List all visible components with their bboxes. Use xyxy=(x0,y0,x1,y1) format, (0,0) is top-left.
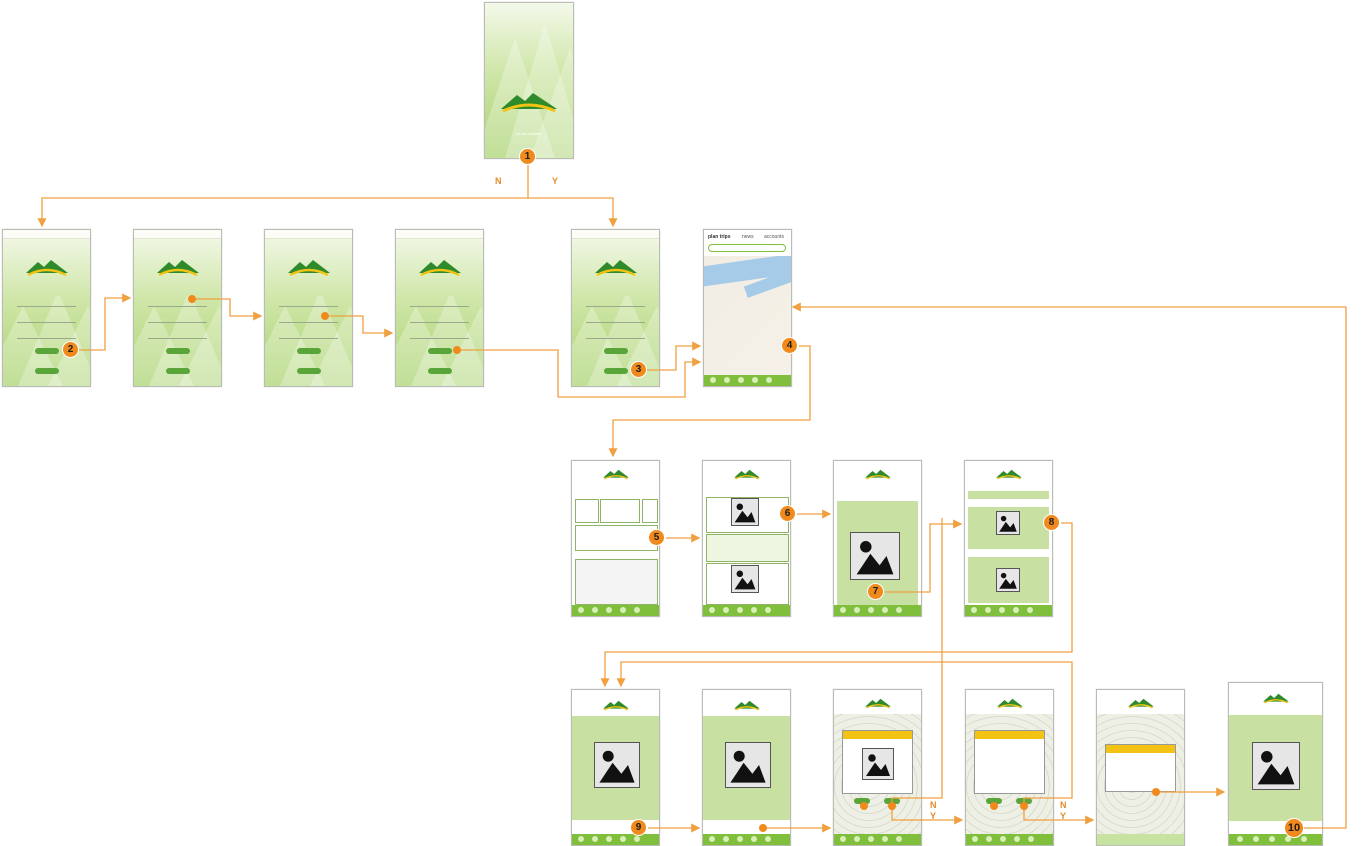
signup-screen-3 xyxy=(264,229,353,387)
outside-logo xyxy=(1262,691,1290,705)
outside-logo xyxy=(499,87,559,115)
outside-logo xyxy=(864,696,892,710)
image-placeholder-icon xyxy=(996,511,1020,535)
signup-button[interactable] xyxy=(34,348,59,354)
step-marker-9: 9 xyxy=(630,819,647,836)
signin-screen xyxy=(571,229,660,387)
outside-logo xyxy=(733,467,761,481)
signup-button[interactable] xyxy=(427,348,452,354)
bottom-nav xyxy=(572,605,659,616)
signup-button[interactable] xyxy=(296,348,321,354)
sign-in-button[interactable] xyxy=(165,368,190,374)
image-placeholder-icon xyxy=(731,498,759,526)
outside-logo xyxy=(417,256,463,278)
bottom-nav xyxy=(965,605,1052,616)
step-marker-10: 10 xyxy=(1284,818,1304,838)
bottom-nav xyxy=(834,605,921,616)
tab-news[interactable]: news xyxy=(742,234,754,240)
bottom-nav xyxy=(703,605,790,616)
connector xyxy=(37,197,528,228)
outside-logo xyxy=(995,467,1023,481)
outside-logo xyxy=(24,256,70,278)
image-placeholder-icon xyxy=(594,742,640,788)
sign-in-button[interactable] xyxy=(34,368,59,374)
outside-logo xyxy=(864,467,892,481)
outside-logo xyxy=(996,696,1024,710)
bottom-nav xyxy=(572,834,659,845)
outside-logo xyxy=(1127,696,1155,710)
news-feed-screen xyxy=(571,460,660,617)
bookmarked-trips-screen xyxy=(964,460,1053,617)
image-placeholder-icon xyxy=(725,742,771,788)
bottom-nav xyxy=(966,834,1053,845)
image-placeholder-icon xyxy=(850,532,900,580)
step-marker-7: 7 xyxy=(867,583,884,600)
outside-logo xyxy=(602,467,630,481)
image-placeholder-icon xyxy=(996,568,1020,592)
signup-screen-1 xyxy=(2,229,91,387)
signup-button[interactable] xyxy=(165,348,190,354)
connector xyxy=(528,197,618,228)
message-dialog xyxy=(974,730,1045,794)
branch-label-no: N xyxy=(495,176,502,186)
step-marker-1: 1 xyxy=(519,148,536,165)
step-marker-3: 3 xyxy=(630,361,647,378)
step-marker-5: 5 xyxy=(648,529,665,546)
tab-accounts[interactable]: accounts xyxy=(764,234,785,240)
signup-screen-2 xyxy=(133,229,222,387)
branch-label-yes: Y xyxy=(930,811,937,821)
branch-label-yes: Y xyxy=(552,176,559,186)
sign-in-button[interactable] xyxy=(296,368,321,374)
splash-tagline: be an outsider xyxy=(516,131,542,136)
splash-screen: be an outsider xyxy=(484,2,574,159)
bottom-nav xyxy=(1229,834,1322,845)
map-screen: plan trips news accounts xyxy=(703,229,792,387)
bottom-nav xyxy=(1097,834,1184,845)
outside-logo xyxy=(286,256,332,278)
step-marker-8: 8 xyxy=(1043,514,1060,531)
sign-in-button[interactable] xyxy=(603,368,628,374)
branch-label-no: N xyxy=(1060,800,1067,810)
outside-logo xyxy=(733,698,761,712)
bottom-nav xyxy=(704,375,791,386)
image-placeholder-icon xyxy=(731,565,759,593)
branch-label-no: N xyxy=(930,800,937,810)
bottom-nav xyxy=(703,834,790,845)
branch-label-yes: Y xyxy=(1060,811,1067,821)
step-marker-6: 6 xyxy=(779,505,796,522)
step-marker-4: 4 xyxy=(781,337,798,354)
city-map[interactable] xyxy=(704,256,791,375)
bottom-nav xyxy=(834,834,921,845)
thank-you-screen xyxy=(1096,689,1185,846)
step-marker-2: 2 xyxy=(62,341,79,358)
outside-logo xyxy=(593,256,639,278)
image-placeholder-icon xyxy=(862,748,894,780)
sign-in-button[interactable] xyxy=(427,368,452,374)
signup-button[interactable] xyxy=(603,348,628,354)
outside-logo xyxy=(602,698,630,712)
message-dialog-screen xyxy=(965,689,1054,846)
outside-logo xyxy=(155,256,201,278)
tab-plan-trips[interactable]: plan trips xyxy=(708,234,731,240)
search-input[interactable] xyxy=(708,244,786,252)
thanks-dialog xyxy=(1105,744,1176,792)
image-placeholder-icon xyxy=(1252,742,1300,790)
signup-screen-4 xyxy=(395,229,484,387)
trail-list-screen xyxy=(702,460,791,617)
